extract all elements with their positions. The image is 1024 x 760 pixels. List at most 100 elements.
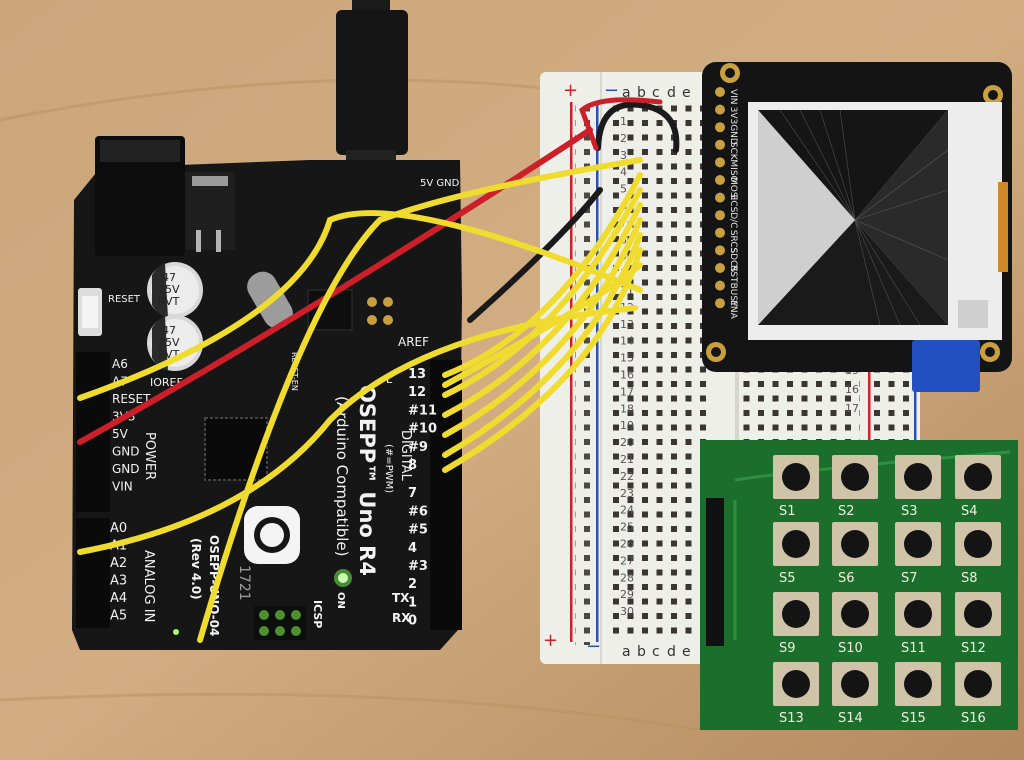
epaper-pin-label: VIN: [728, 89, 738, 105]
board-brand: OSEPP™ Uno R4: [355, 385, 379, 576]
svg-text:25V: 25V: [158, 283, 180, 296]
breadboard-row-number: 27: [620, 554, 634, 567]
keypad-key[interactable]: [773, 455, 819, 499]
keypad-key[interactable]: [832, 455, 878, 499]
breadboard-row-number: 17: [845, 402, 859, 415]
keypad-key[interactable]: [955, 522, 1001, 566]
digital-pin-label: 0: [408, 614, 417, 629]
epaper-pin-label: MOSI: [728, 177, 738, 200]
keypad-key[interactable]: [895, 592, 941, 636]
power-pin-label: RESET: [112, 392, 151, 406]
keypad-key-label: S13: [779, 711, 804, 726]
keypad-key[interactable]: [832, 592, 878, 636]
rx-label: RX: [392, 611, 411, 625]
breadboard-row-number: 2: [620, 132, 627, 145]
keypad-key[interactable]: [895, 522, 941, 566]
digital-pin-label: 8: [408, 458, 417, 473]
microcontroller-chip: [204, 417, 268, 481]
keypad-key-label: S6: [838, 571, 855, 586]
breadboard-letter: c: [652, 644, 660, 660]
epaper-pin-label: ENA: [728, 300, 738, 319]
digital-pin-label: #11: [408, 403, 437, 418]
keypad-key[interactable]: [955, 592, 1001, 636]
breadboard-row-number: 1: [620, 115, 627, 128]
power-led: [334, 569, 352, 587]
on-label: ON: [335, 592, 346, 609]
digital-header: [430, 360, 462, 630]
reset-label: RESET: [108, 294, 141, 305]
analog-header: [76, 518, 110, 628]
keypad-key-label: S8: [961, 571, 978, 586]
tx-label: TX: [392, 591, 410, 605]
reset-button[interactable]: [78, 288, 102, 336]
breadboard-letter: d: [667, 644, 676, 660]
aref-label: AREF: [398, 335, 429, 349]
digital-pin-label: #3: [408, 559, 428, 574]
analog-pin-label: A2: [110, 556, 127, 571]
capacitor-2: 47 25V RVT: [147, 315, 203, 371]
rail-minus-top: −: [604, 80, 619, 101]
capacitor-1: 47 25V RVT: [147, 262, 203, 318]
digital-pin-label: 12: [408, 385, 426, 400]
keypad-key[interactable]: [773, 592, 819, 636]
breadboard-row-number: 4: [620, 166, 627, 179]
keypad-key[interactable]: [955, 455, 1001, 499]
breadboard-letter: a: [622, 85, 631, 101]
epaper-pin-pad: [715, 245, 725, 256]
keypad-key-label: S5: [779, 571, 796, 586]
digital-pin-label: #10: [408, 422, 437, 437]
power-pin-label: GND: [112, 462, 140, 476]
epaper-pin-label: SRCS: [728, 230, 738, 254]
breadboard-letter: d: [667, 85, 676, 101]
breadboard-letter: a: [622, 644, 631, 660]
epaper-pin-pad: [715, 227, 725, 238]
breadboard-letter: c: [652, 85, 660, 101]
digital-pin-label: 1: [408, 595, 417, 610]
epaper-pin-label: GND: [728, 124, 738, 145]
keypad-key-label: S11: [901, 641, 926, 656]
svg-text:25V: 25V: [158, 336, 180, 349]
epaper-pin-label: RST: [728, 265, 738, 283]
digital-pin-label: 2: [408, 577, 417, 592]
epaper-pin-label: BUSY: [728, 283, 738, 307]
breadboard-letter: b: [637, 644, 646, 660]
icsp-header: [254, 606, 306, 640]
keypad-key-label: S1: [779, 504, 796, 519]
chip-code: 1721: [236, 565, 252, 601]
breadboard-row-number: 15: [620, 352, 634, 365]
keypad-key-label: S15: [901, 711, 926, 726]
power-pin-label: 5V: [112, 427, 129, 441]
keypad-key[interactable]: [895, 455, 941, 499]
wires: [77, 97, 680, 643]
breadboard-letter: e: [682, 644, 691, 660]
rail-minus-left: [596, 102, 599, 642]
rail-plus-bottom: +: [543, 630, 558, 651]
pwm-label: (#=PWM): [383, 444, 394, 493]
keypad-key[interactable]: [773, 522, 819, 566]
enable-switch[interactable]: [912, 340, 980, 392]
epaper-pin-pad: [715, 122, 725, 133]
keypad-key[interactable]: [832, 522, 878, 566]
breadboard-row-number: 21: [620, 453, 634, 466]
breadboard-row-number: 30: [620, 605, 634, 618]
keypad-key[interactable]: [955, 662, 1001, 706]
svg-text:RVT: RVT: [158, 295, 180, 308]
analog-pin-label: A4: [110, 591, 127, 606]
board-compat: (Arduino Compatible): [333, 396, 351, 556]
breadboard-row-number: 13: [620, 318, 634, 331]
breadboard-row-number: 24: [620, 504, 634, 517]
keypad-key[interactable]: [832, 662, 878, 706]
keypad-key[interactable]: [773, 662, 819, 706]
vgnd-label: 5V GND: [420, 178, 460, 189]
keypad-key-label: S9: [779, 641, 796, 656]
keypad-key-label: S2: [838, 504, 855, 519]
epaper-pin-pad: [715, 157, 725, 168]
digital-label: DIGITAL: [398, 430, 413, 482]
power-pin-label: A6: [112, 357, 128, 371]
keypad-key-label: S7: [901, 571, 918, 586]
icsp-label: ICSP: [311, 600, 324, 628]
keypad-key[interactable]: [895, 662, 941, 706]
rail-minus-bottom: −: [586, 636, 601, 657]
